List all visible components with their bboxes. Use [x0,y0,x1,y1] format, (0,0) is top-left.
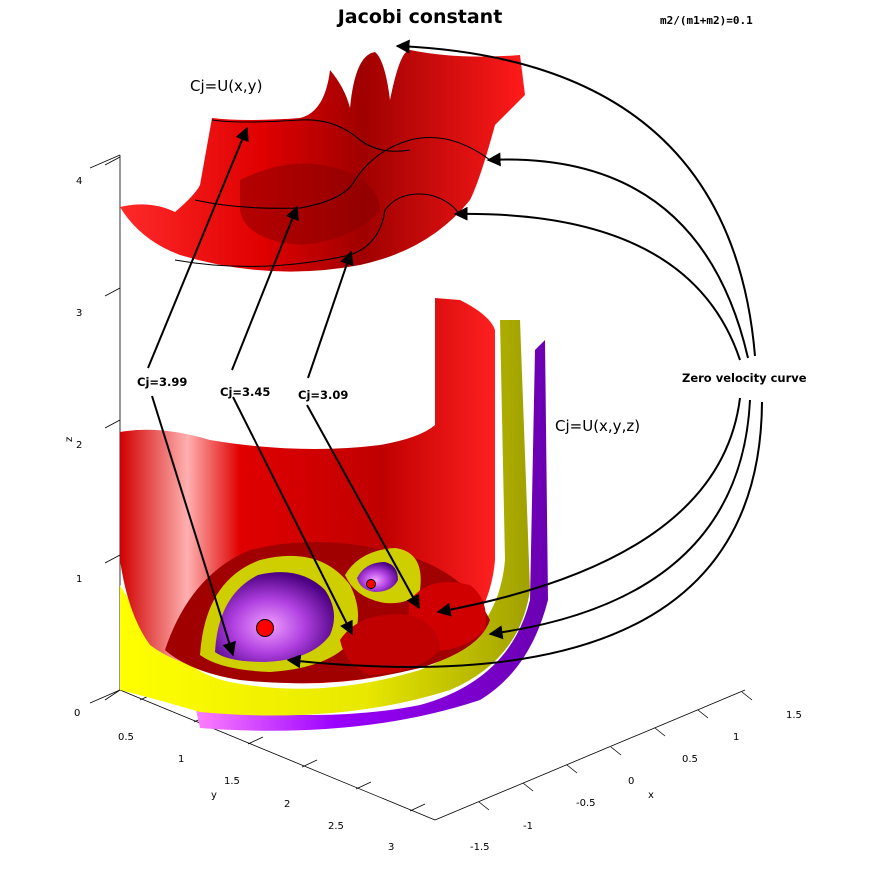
x-axis-label: x [648,790,654,801]
upper-surface [120,50,525,272]
cj-label-3.45: Cj=3.45 [220,385,270,399]
secondary-body [366,579,376,589]
label-2d-surface: Cj=U(x,y) [190,77,262,95]
z-tick-2: 2 [76,440,82,451]
x-tick-neg1: -1 [523,821,533,832]
z-tick-1: 1 [76,574,82,585]
y-tick-3: 3 [388,842,394,853]
red-lobe-center [340,614,440,675]
x-tick-neg1.5: -1.5 [470,842,490,853]
figure-title: Jacobi constant [336,6,503,28]
y-tick-1.5: 1.5 [224,776,240,787]
zero-velocity-curve-label: Zero velocity curve [682,371,807,385]
label-3d-surface: Cj=U(x,y,z) [555,417,640,435]
purple-dome-primary [215,572,334,662]
cj-arrows [147,126,420,657]
zero-velocity-arrows [286,39,763,669]
z-tick-4: 4 [76,176,82,187]
upper-2d-surface [120,50,525,272]
mass-ratio-label: m2/(m1+m2)=0.1 [660,14,753,27]
y-tick-1: 1 [178,754,184,765]
cj-label-3.09: Cj=3.09 [298,388,348,402]
cj-label-3.99: Cj=3.99 [137,375,187,389]
x-tick-neg0.5: -0.5 [576,798,596,809]
z-axis-ticks [104,156,121,701]
x-tick-1.5: 1.5 [786,710,802,721]
y-tick-0.5: 0.5 [118,732,134,743]
z-tick-3: 3 [76,308,82,319]
zero-velocity-contours [174,119,491,267]
y-tick-2.5: 2.5 [328,821,344,832]
x-axis-ticks [478,691,753,811]
lower-3d-surface [120,298,548,731]
y-tick-2: 2 [284,799,290,810]
x-tick-0.5: 0.5 [682,754,698,765]
upper-inner-shadow [240,163,380,245]
y-axis-label: y [211,790,217,801]
primary-body [256,619,274,637]
z-tick-0: 0 [74,708,80,719]
yellow-shell [120,320,530,716]
x-tick-0: 0 [628,776,634,787]
z-axis-label: z [64,437,75,442]
x-tick-1: 1 [733,732,739,743]
